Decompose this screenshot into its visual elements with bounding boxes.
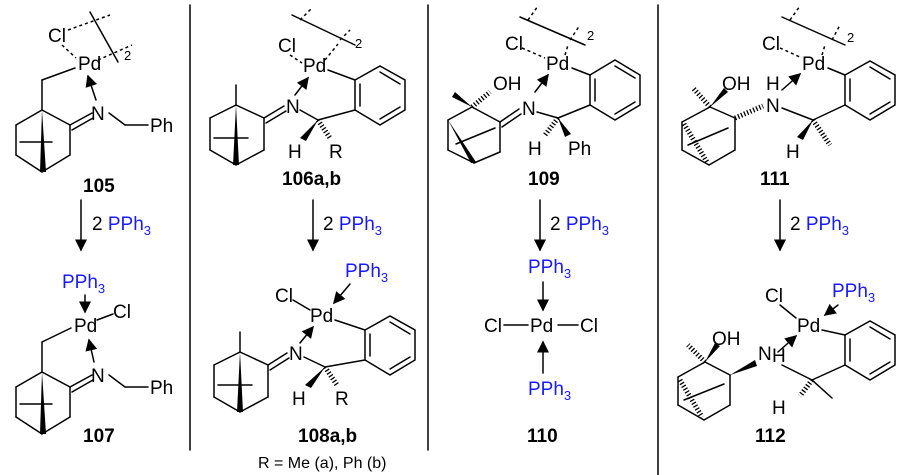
atom-r: R — [329, 142, 343, 163]
atom-n: N — [766, 96, 780, 117]
atom-n: N — [91, 366, 105, 387]
atom-cl: Cl — [762, 34, 780, 55]
compound-105: 2 Cl Pd N Ph 105 — [15, 11, 173, 197]
atom-pd: Pd — [530, 316, 553, 337]
atom-n: N — [522, 99, 536, 120]
atom-cl: Cl — [505, 34, 523, 55]
atom-cl: Cl — [765, 286, 783, 307]
atom-n: N — [91, 104, 105, 125]
svg-text:2 PPh3: 2 PPh3 — [92, 214, 151, 238]
atom-n: N — [289, 344, 303, 365]
dimer-subscript: 2 — [355, 36, 362, 51]
atom-ph: Ph — [150, 378, 173, 399]
svg-text:2 PPh3: 2 PPh3 — [323, 214, 382, 238]
compound-108ab: PPh3 Cl Pd N H R 108a,b — [213, 261, 416, 447]
atom-cl: Cl — [113, 302, 131, 323]
svg-text:PPh3: PPh3 — [62, 272, 105, 296]
atom-oh: OH — [712, 329, 741, 350]
svg-text:PPh3: PPh3 — [345, 261, 388, 285]
reaction-arrow-3: 2 PPh3 — [534, 199, 609, 252]
atom-cl: Cl — [484, 316, 502, 337]
atom-cl: Cl — [278, 36, 296, 57]
compound-label-111: 111 — [760, 169, 790, 190]
atom-cl: Cl — [580, 316, 598, 337]
atom-h: H — [528, 139, 542, 160]
reaction-arrow-2: 2 PPh3 — [307, 199, 382, 252]
atom-pd: Pd — [78, 54, 101, 75]
atom-h: H — [772, 398, 786, 419]
compound-label-108ab: 108a,b — [298, 426, 357, 447]
atom-ph: Ph — [568, 139, 591, 160]
atom-cl: Cl — [48, 26, 66, 47]
atom-h: H — [772, 346, 786, 367]
compound-109: 2 Cl Pd N H Ph OH 109 — [447, 5, 641, 190]
svg-text:PPh3: PPh3 — [832, 281, 875, 305]
atom-pd: Pd — [802, 54, 825, 75]
compound-111: 2 Cl Pd H N H OH 111 — [681, 5, 896, 190]
compound-110: PPh3 Cl Pd Cl PPh3 110 — [484, 257, 598, 447]
atom-n: N — [286, 97, 300, 118]
dimer-subscript: 2 — [124, 48, 131, 63]
atom-pd: Pd — [74, 316, 97, 337]
atom-h: H — [288, 142, 302, 163]
compound-label-110: 110 — [527, 426, 558, 447]
atom-r: R — [335, 389, 349, 410]
atom-n: N — [758, 344, 772, 365]
atom-pd: Pd — [303, 56, 326, 77]
atom-cl: Cl — [275, 286, 293, 307]
atom-h: H — [786, 142, 800, 163]
reaction-arrow-4: 2 PPh3 — [774, 199, 849, 252]
atom-pd: Pd — [546, 54, 569, 75]
r-group-caption: R = Me (a), Ph (b) — [258, 455, 386, 472]
compound-label-109: 109 — [528, 169, 560, 190]
reaction-arrow-1: 2 PPh3 — [75, 199, 151, 252]
atom-oh: OH — [722, 74, 751, 95]
svg-text:PPh3: PPh3 — [528, 257, 571, 281]
compound-label-105: 105 — [83, 176, 115, 197]
atom-h: H — [766, 74, 780, 95]
compound-label-107: 107 — [83, 426, 115, 447]
svg-text:PPh3: PPh3 — [528, 379, 571, 403]
atom-pd: Pd — [310, 306, 333, 327]
dimer-subscript: 2 — [847, 30, 854, 45]
compound-106ab: 2 Cl Pd N H R 106a,b — [209, 7, 406, 190]
compound-label-112: 112 — [755, 426, 786, 447]
compound-112: Cl PPh3 Pd N H H OH 112 — [677, 281, 896, 447]
dimer-subscript: 2 — [587, 28, 594, 43]
atom-oh: OH — [493, 74, 522, 95]
atom-pd: Pd — [797, 316, 820, 337]
compound-107: PPh3 Pd Cl N Ph 107 — [15, 272, 173, 447]
atom-h: H — [292, 389, 306, 410]
svg-text:2 PPh3: 2 PPh3 — [790, 214, 849, 238]
atom-ph: Ph — [150, 116, 173, 137]
svg-text:2 PPh3: 2 PPh3 — [550, 214, 609, 238]
compound-label-106ab: 106a,b — [282, 169, 341, 190]
